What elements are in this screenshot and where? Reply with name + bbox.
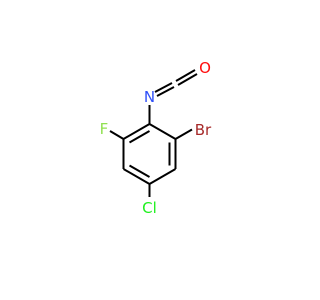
bond-c1-c2 <box>149 123 176 140</box>
bond-c-o-a <box>177 73 198 86</box>
molecule-diagram: N O F Br Cl <box>100 59 212 217</box>
atom-label-layer: N O F Br Cl <box>100 59 212 217</box>
structure-canvas: N O F Br Cl <box>99 59 213 217</box>
atom-label-oxygen: O <box>199 59 211 77</box>
bond-n-c-a <box>156 86 175 97</box>
bond-c6-f <box>109 130 125 140</box>
atom-label-nitrogen: N <box>144 88 155 106</box>
atom-label-chlorine: Cl <box>142 199 157 217</box>
bond-c4-c5 <box>123 168 150 185</box>
bond-n-c-b <box>154 82 173 93</box>
bond-layer <box>109 69 198 197</box>
bond-c-o-b <box>175 69 196 82</box>
bond-c6-c1 <box>123 123 150 140</box>
bond-c6-c1-inner <box>129 130 150 144</box>
bond-c4-c5-inner <box>129 164 150 178</box>
atom-label-bromine: Br <box>195 121 212 139</box>
bond-c2-br <box>175 128 193 140</box>
bond-c3-c4 <box>149 168 176 185</box>
atom-label-fluorine: F <box>100 120 109 138</box>
